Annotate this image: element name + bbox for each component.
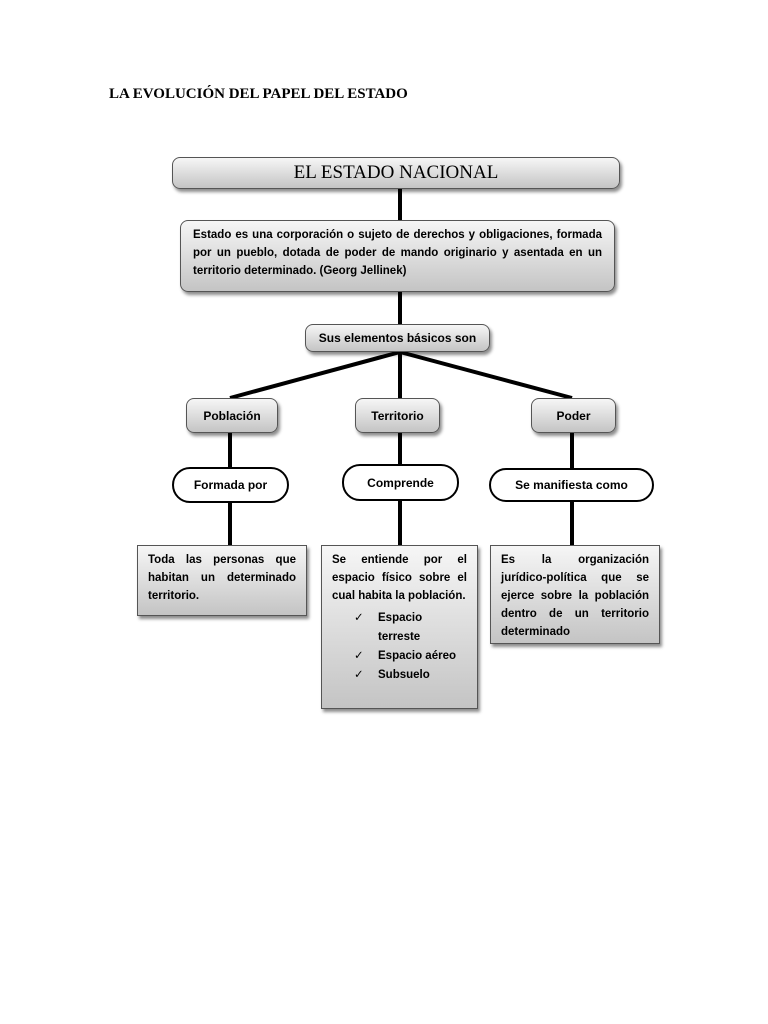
branch-territorio: Territorio [355, 398, 440, 433]
connector-poblacion: Formada por [172, 467, 289, 503]
branch-poblacion-label: Población [203, 408, 261, 423]
desc-poblacion: Toda las personas que habitan un determi… [137, 545, 307, 616]
connector-territorio-label: Comprende [367, 475, 434, 490]
elements-header-label: Sus elementos básicos son [318, 331, 477, 345]
root-node: EL ESTADO NACIONAL [172, 157, 620, 189]
territorio-checklist: ✓Espacio terreste ✓Espacio aéreo ✓Subsue… [332, 609, 467, 685]
desc-poder: Es la organización jurídico-política que… [490, 545, 660, 644]
line-elements-poblacion [229, 350, 401, 400]
branch-territorio-label: Territorio [371, 408, 424, 423]
desc-poder-text: Es la organización jurídico-política que… [501, 554, 649, 638]
page-title: LA EVOLUCIÓN DEL PAPEL DEL ESTADO [109, 86, 408, 102]
line-elements-poder [399, 350, 573, 400]
connector-territorio: Comprende [342, 464, 459, 501]
desc-territorio-text: Se entiende por el espacio físico sobre … [332, 554, 467, 602]
desc-poblacion-text: Toda las personas que habitan un determi… [148, 554, 296, 602]
definition-node: Estado es una corporación o sujeto de de… [180, 220, 615, 292]
connector-poder-label: Se manifiesta como [515, 478, 628, 492]
desc-territorio: Se entiende por el espacio físico sobre … [321, 545, 478, 709]
connector-poder: Se manifiesta como [489, 468, 654, 502]
definition-text: Estado es una corporación o sujeto de de… [193, 229, 602, 277]
check-icon: ✓ [354, 669, 364, 681]
branch-poblacion: Población [186, 398, 278, 433]
root-label: EL ESTADO NACIONAL [293, 162, 499, 183]
checklist-item: ✓Espacio terreste [354, 609, 467, 647]
branch-poder-label: Poder [556, 408, 591, 423]
connector-poblacion-label: Formada por [193, 478, 268, 492]
checklist-item: ✓Espacio aéreo [354, 647, 467, 666]
check-icon: ✓ [354, 612, 364, 624]
elements-header-node: Sus elementos básicos son [305, 324, 490, 352]
branch-poder: Poder [531, 398, 616, 433]
checklist-item: ✓Subsuelo [354, 666, 467, 685]
check-icon: ✓ [354, 650, 364, 662]
